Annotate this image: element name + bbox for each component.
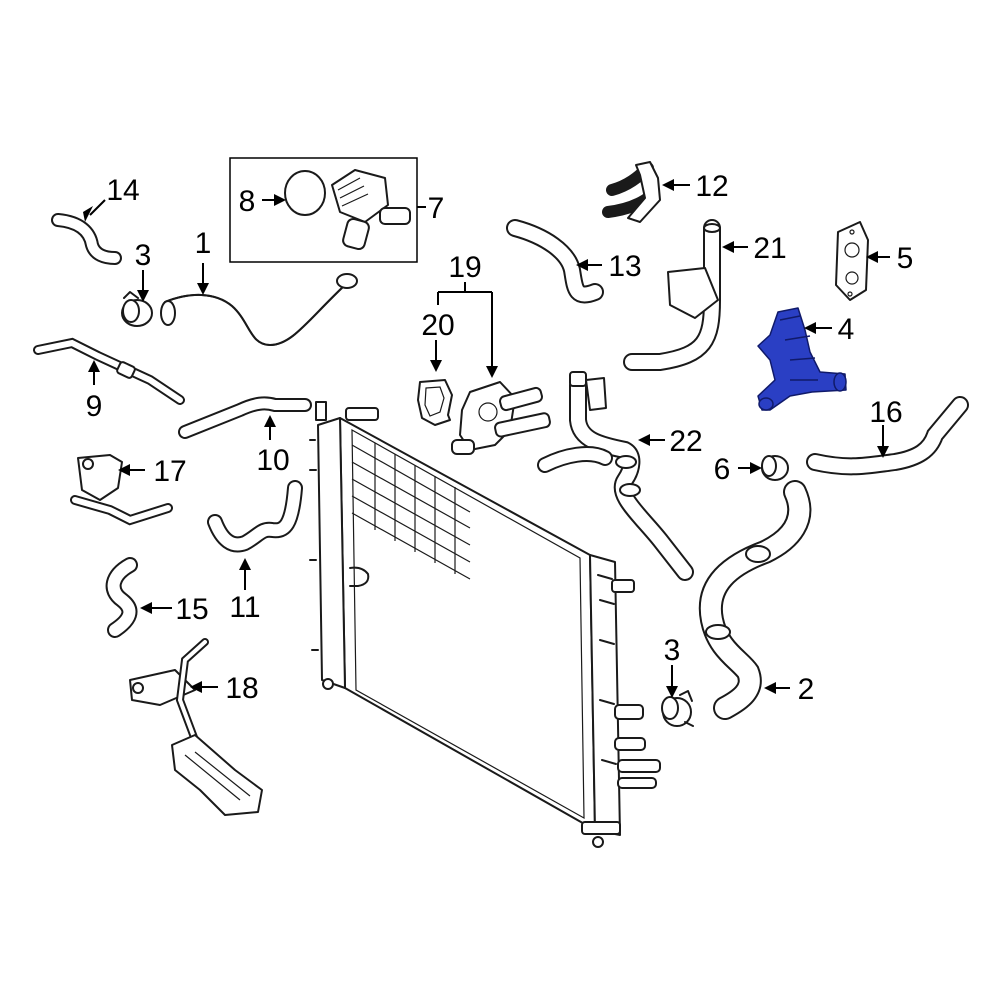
part-17-bracket-pipe	[70, 454, 173, 526]
part-21-pipe	[623, 219, 721, 371]
callout-8: 8	[239, 185, 256, 218]
part-4-water-outlet-highlighted	[757, 307, 847, 411]
callout-15: 15	[175, 593, 208, 626]
part-5-gasket	[835, 221, 869, 301]
callout-21: 21	[753, 232, 786, 265]
part-16-hose	[806, 396, 969, 476]
part-6-clamp	[761, 455, 789, 481]
callout-1: 1	[195, 227, 212, 260]
part-15-hose	[105, 557, 138, 638]
callout-17: 17	[153, 455, 186, 488]
part-2-lower-hose	[698, 480, 812, 720]
part-11-hose	[207, 480, 303, 553]
thermostat-kit-box	[229, 157, 418, 263]
part-1-radiator-hose	[160, 273, 358, 346]
part-14-hose	[51, 213, 122, 265]
callout-3-upper: 3	[135, 239, 152, 272]
callout-6: 6	[714, 453, 731, 486]
callout-13: 13	[608, 250, 641, 283]
callout-22: 22	[669, 425, 702, 458]
callout-20: 20	[421, 309, 454, 342]
radiator	[309, 401, 661, 848]
callout-5: 5	[897, 242, 914, 275]
part-20-gasket	[417, 379, 453, 426]
callout-3-lower: 3	[664, 634, 681, 667]
part-3-clamp-lower	[661, 690, 694, 727]
callout-14: 14	[106, 174, 139, 207]
callout-11: 11	[229, 591, 260, 624]
callout-9: 9	[86, 390, 103, 423]
part-19-water-inlet-housing	[451, 381, 551, 455]
part-12-hose-fitting	[602, 161, 661, 223]
part-8-gasket	[284, 170, 326, 216]
part-18-pipe-heat-shield	[129, 638, 263, 816]
part-3-clamp-upper	[121, 291, 153, 327]
callout-7: 7	[428, 192, 445, 225]
callout-16: 16	[869, 396, 902, 429]
callout-19: 19	[448, 251, 481, 284]
callout-2: 2	[798, 673, 815, 706]
callout-12: 12	[695, 170, 728, 203]
callout-10: 10	[256, 444, 289, 477]
callout-leaders	[83, 179, 890, 698]
callout-numbers: 1 14 3 9 10 17 11 15 18 8 7 19 20 12 13 …	[86, 170, 914, 706]
part-7-thermostat-housing	[331, 169, 411, 251]
part-22-hose-assembly	[537, 371, 694, 581]
callout-4: 4	[838, 313, 855, 346]
callout-18: 18	[225, 672, 258, 705]
part-9-pipe	[33, 337, 185, 405]
part-13-hose	[506, 219, 604, 304]
part-10-hose	[178, 396, 312, 439]
